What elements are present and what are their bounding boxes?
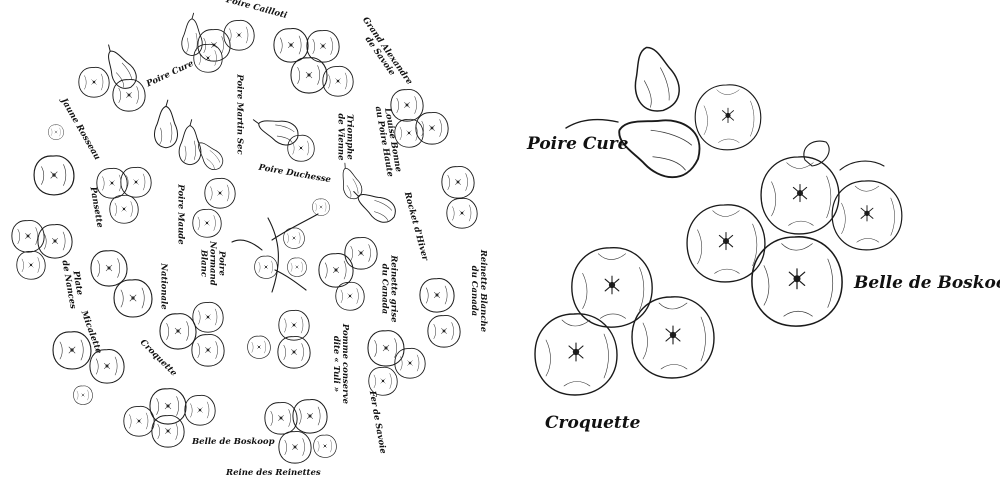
label-pomme-conserve: Pomme conserve dite « Tuli »: [331, 323, 351, 405]
label-poire-normand-line1: Poire: [216, 250, 227, 276]
label-poire-cure-detail: Poire Cure: [527, 134, 629, 154]
label-triomphe-line1: Triomphe: [344, 114, 355, 160]
label-pomme-conserve-line2: dite « Tuli »: [331, 335, 342, 393]
label-reine-des-reinettes: Reine des Reinettes: [226, 468, 321, 478]
label-triomphe-de-vienne: Triomphe de Vienne: [335, 113, 355, 161]
label-reinette-grise-line2: du Canada: [379, 263, 390, 315]
detail-croquette-drawing: [534, 246, 715, 396]
label-reinette-blanche-line2: du Canada: [469, 265, 480, 317]
label-poire-normand-line2: Normand: [207, 241, 218, 286]
label-reinette-grise-line1: Reinette grise: [388, 255, 399, 323]
label-poire-martin-sec: Poire Martin Sec: [234, 74, 245, 155]
label-reinette-grise: Reinette grise du Canada: [379, 255, 399, 323]
label-croquette-detail: Croquette: [545, 413, 641, 433]
label-pomme-conserve-line1: Pomme conserve: [340, 323, 351, 405]
label-reinette-blanche: Reinette Blanche du Canada: [469, 249, 489, 333]
label-poire-normand-blanc: Poire Normand Blanc: [198, 241, 227, 286]
fruit-wheel: [11, 12, 478, 464]
detail-boskoop-drawing: [686, 140, 903, 327]
label-belle-de-boskoop-detail: Belle de Boskoop: [854, 273, 1000, 293]
label-triomphe-line2: de Vienne: [335, 113, 346, 161]
label-poire-maude: Poire Maude: [175, 184, 186, 245]
label-reinette-blanche-line1: Reinette Blanche: [478, 249, 489, 333]
label-nationale: Nationale: [158, 263, 169, 310]
detail-poire-cure-drawing: [565, 41, 762, 186]
label-belle-de-boskoop-wheel: Belle de Boskoop: [192, 437, 275, 447]
label-poire-normand-line3: Blanc: [198, 249, 209, 278]
